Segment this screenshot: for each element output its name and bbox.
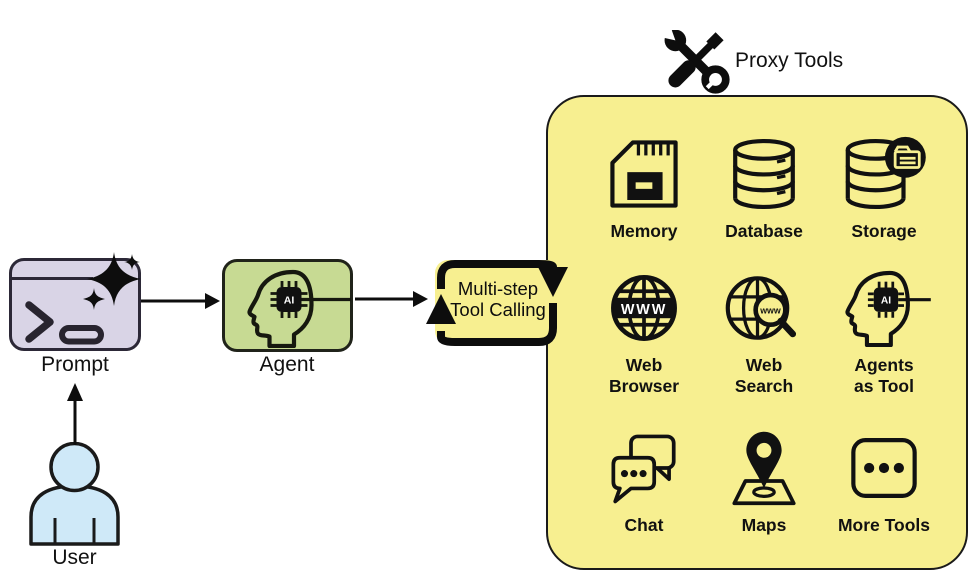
tool-label-line: Maps: [741, 515, 787, 535]
tool-label: Agents as Tool: [854, 355, 914, 396]
ai-chip-text: AI: [881, 296, 891, 307]
tool-label: Maps: [742, 515, 787, 536]
tool-grid: Memory: [548, 97, 966, 568]
more-tools-icon-wrap: [834, 429, 934, 507]
loop-arrow-down: [538, 267, 568, 297]
sparkles-icon: [83, 252, 141, 310]
database-icon-wrap: [714, 135, 814, 213]
user-label: User: [52, 546, 97, 569]
www-band-text: WWW: [621, 302, 667, 318]
wrench-screwdriver-icon: [662, 30, 730, 94]
tool-label-line: Web: [745, 355, 783, 375]
arrow-agent-to-multistep: [355, 291, 428, 307]
agent-head-chip-icon: AI: [247, 269, 351, 348]
tool-label-line: Storage: [851, 221, 917, 241]
magnifier-www-text: www: [759, 306, 781, 316]
multistep-label: Multi-step Tool Calling: [434, 278, 562, 320]
tool-label-line: Search: [734, 375, 794, 396]
storage-icon-wrap: [834, 135, 934, 213]
tool-label-line: Chat: [624, 515, 664, 535]
tool-label: Memory: [610, 221, 677, 242]
tool-label: Chat: [625, 515, 664, 536]
agents-as-tool-icon: AI: [845, 270, 931, 347]
tool-more-tools: More Tools: [824, 429, 944, 579]
tool-label-line: Database: [725, 221, 803, 241]
web-search-icon-wrap: www: [714, 269, 814, 347]
user-icon: [29, 442, 120, 546]
maps-icon: [732, 431, 796, 506]
tool-web-search: www Web Search: [704, 269, 824, 429]
proxy-tools-container: Memory: [546, 95, 968, 570]
agent-box: AI: [222, 259, 353, 352]
tool-label: Storage: [851, 221, 916, 242]
web-browser-icon: WWW: [611, 275, 677, 341]
tool-label-line: Browser: [608, 375, 680, 396]
terminal-prompt-icon: [25, 301, 104, 345]
tool-label-line: Memory: [610, 221, 678, 241]
tool-memory: Memory: [584, 135, 704, 269]
tool-chat: Chat: [584, 429, 704, 579]
tool-label-line: More Tools: [837, 515, 931, 535]
tool-database: Database: [704, 135, 824, 269]
tool-label-line: as Tool: [854, 375, 914, 396]
tool-label: More Tools: [838, 515, 930, 536]
prompt-titlebar-line: [12, 277, 93, 280]
prompt-label: Prompt: [41, 353, 109, 376]
maps-icon-wrap: [714, 429, 814, 507]
tool-label: Web Browser: [609, 355, 679, 396]
multistep-label-line2: Tool Calling: [450, 299, 546, 320]
arrow-user-to-prompt: [67, 383, 83, 445]
tool-label: Database: [725, 221, 803, 242]
loop-arrow-up: [426, 294, 456, 324]
chat-icon-wrap: [594, 429, 694, 507]
multistep-label-line1: Multi-step: [457, 278, 539, 299]
agent-label: Agent: [259, 353, 315, 376]
arrow-prompt-to-agent: [141, 293, 220, 309]
tool-label-line: Web: [625, 355, 663, 375]
agents-as-tool-icon-wrap: AI: [834, 269, 934, 347]
memory-icon: [610, 140, 678, 208]
tool-label: Web Search: [735, 355, 793, 396]
web-search-icon: www: [725, 276, 797, 340]
chat-icon: [611, 434, 676, 504]
database-icon: [733, 138, 795, 210]
web-browser-icon-wrap: WWW: [594, 269, 694, 347]
storage-icon: [845, 136, 926, 210]
tool-agents-as-tool: AI Agents as Tool: [824, 269, 944, 429]
tool-web-browser: WWW Web Browser: [584, 269, 704, 429]
memory-icon-wrap: [594, 135, 694, 213]
tool-label-line: Agents: [854, 355, 914, 375]
proxy-tools-title: Proxy Tools: [735, 49, 844, 72]
more-tools-icon: [851, 438, 917, 498]
tool-storage: Storage: [824, 135, 944, 269]
tool-maps: Maps: [704, 429, 824, 579]
multistep-loop-box: [426, 260, 568, 346]
ai-chip-text: AI: [284, 295, 295, 307]
